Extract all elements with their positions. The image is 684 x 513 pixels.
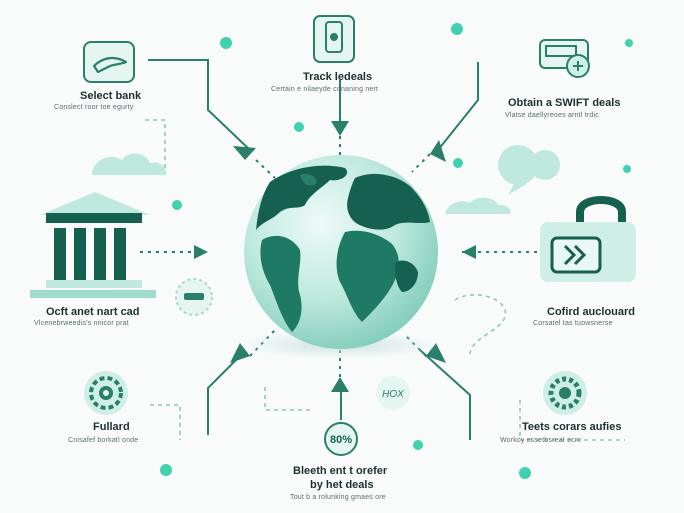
- select-bank-title: Select bank: [80, 90, 142, 102]
- gear-icon: [84, 371, 128, 415]
- hox-text: HOX: [382, 389, 404, 400]
- settings-gear-icon: [543, 371, 587, 415]
- account-title: Ocft anet nart cad: [46, 306, 140, 318]
- transfer-title-line2: by het deals: [310, 479, 374, 491]
- transfer-title-line1: Bleeth ent t orefer: [293, 465, 388, 477]
- decorative-dots: [160, 23, 633, 479]
- confirm-subtitle: Corsatel tas tuowsnerse: [533, 320, 613, 327]
- mobile-icon: [313, 15, 355, 63]
- transfer-subtitle: Tout b a rolunking gmaes ore: [290, 494, 386, 501]
- percent-text: 80%: [330, 434, 352, 446]
- fullard-subtitle: Cnisafef borkatl onde: [68, 437, 139, 444]
- track-subtitle: Certain e nilaeyde conaning nert: [271, 86, 379, 93]
- lock-icon: [540, 196, 636, 282]
- dashed-routes: [145, 119, 625, 441]
- select-bank-subtitle: Conslect roor toe egurty: [54, 104, 134, 111]
- tests-subtitle: Workcy essetbsreat ecnr: [500, 437, 582, 444]
- swift-subtitle: Vlatse daellyreoes arntl trdic: [505, 112, 599, 119]
- bank-building-icon: [30, 192, 156, 298]
- hox-badge: HOX: [376, 376, 410, 410]
- connectors: [148, 59, 479, 440]
- percent-badge: 80%: [324, 422, 358, 456]
- minus-badge-icon: [175, 278, 213, 316]
- tests-title: Teets corars aufies: [522, 421, 622, 433]
- card-icon: [539, 39, 590, 78]
- account-subtitle: Vlcenebrweedis's nnicor prat: [34, 320, 129, 327]
- fullard-title: Fullard: [93, 421, 130, 433]
- cloud-icons: [92, 145, 560, 214]
- track-title: Track ledeals: [303, 71, 373, 83]
- arrowheads: [194, 121, 476, 392]
- confirm-title: Cofird auclouard: [547, 306, 636, 318]
- swift-title: Obtain a SWIFT deals: [508, 97, 621, 109]
- globe-icon: [235, 155, 445, 359]
- hand-icon: [83, 41, 135, 83]
